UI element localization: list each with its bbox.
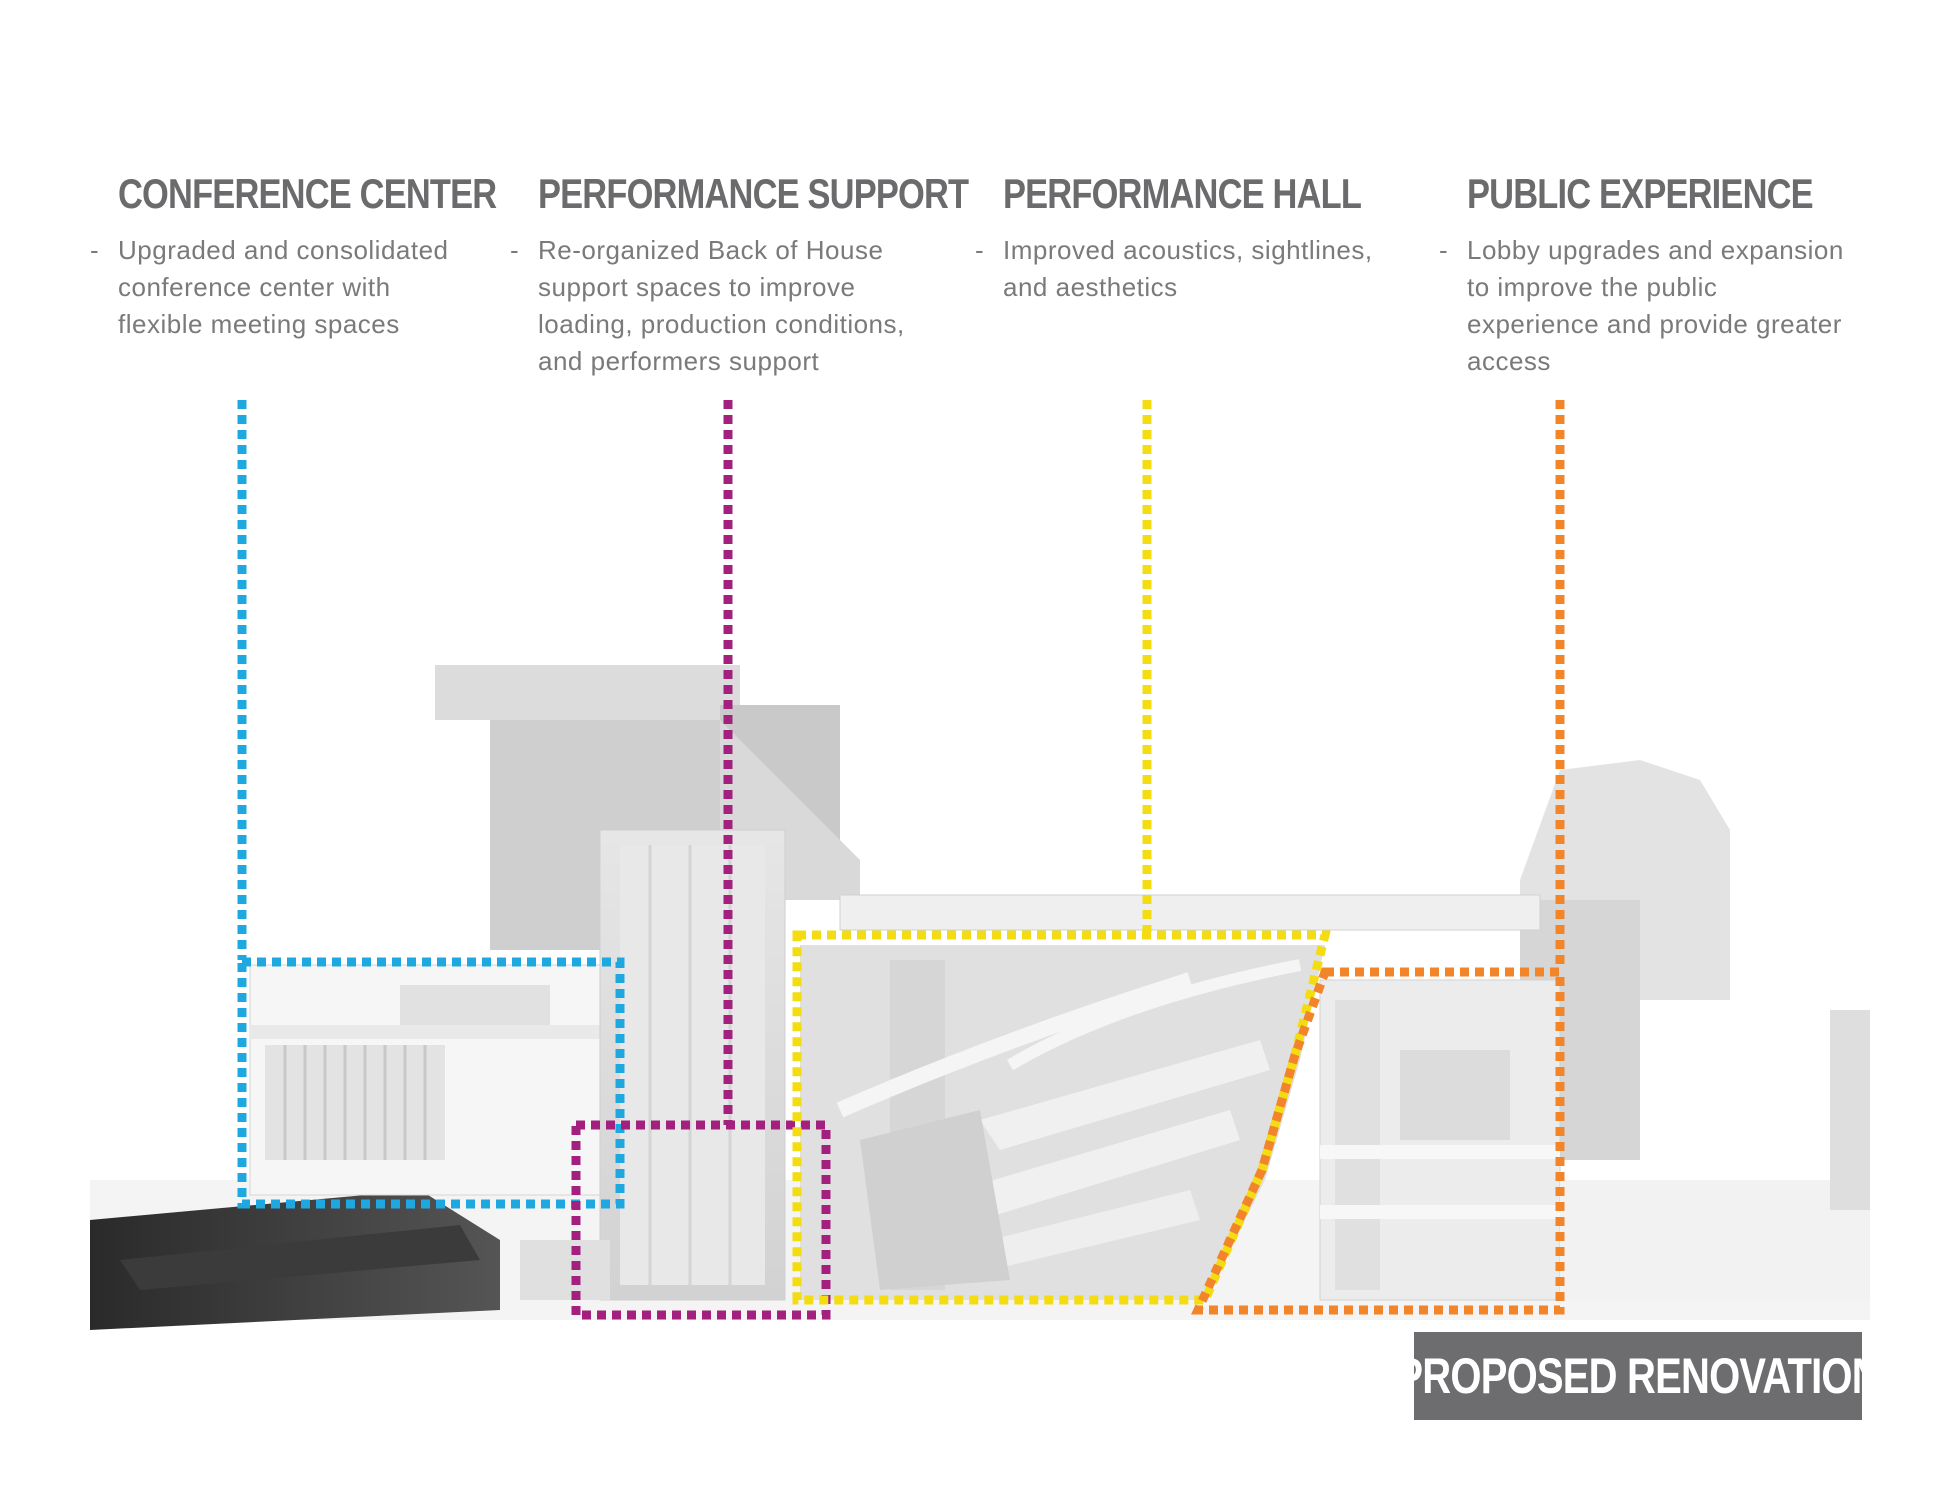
public-experience-description: Lobby upgrades and expansion to improve …: [1467, 235, 1844, 376]
column-conference-center: CONFERENCE CENTER - Upgraded and consoli…: [90, 170, 518, 343]
performance-support-description: Re-organized Back of House support space…: [538, 235, 905, 376]
bullet-dash: -: [1439, 235, 1449, 265]
seating-tier-1: [980, 1040, 1270, 1150]
bullet-dash: -: [510, 235, 520, 265]
tower-cap: [435, 665, 740, 720]
balcony-top: [1006, 959, 1302, 1071]
zone-outlines: [237, 930, 1565, 1320]
proposed-renovation-label: PROPOSED RENOVATION: [1396, 1348, 1880, 1404]
bullet-dash: -: [975, 235, 985, 265]
proposed-renovation-badge: PROPOSED RENOVATION: [1396, 1332, 1880, 1420]
dark-ramp-detail: [120, 1225, 480, 1290]
public-experience-bullet: - Lobby upgrades and expansion to improv…: [1439, 232, 1867, 380]
conference-glazing: [265, 1045, 445, 1160]
leader-lines: [237, 400, 1565, 1125]
zone-performance-support: [571, 1120, 831, 1320]
support-shaft-interior: [620, 845, 765, 1285]
roof-slab: [839, 894, 1541, 931]
seating-tier-3: [950, 1190, 1200, 1275]
lobby-chandelier-room: [1400, 1050, 1510, 1140]
hall-stage-wall: [860, 1110, 1010, 1290]
plaza-block: [1560, 1180, 1870, 1300]
far-right-building: [1830, 1010, 1870, 1210]
conference-center-description: Upgraded and consolidated conference cen…: [118, 235, 449, 339]
column-performance-hall: PERFORMANCE HALL - Improved acoustics, s…: [975, 170, 1403, 306]
glazing-mullions: [283, 1045, 427, 1160]
bullet-dash: -: [90, 235, 100, 265]
support-lower-room: [520, 1240, 610, 1300]
conference-floor-slab: [250, 1025, 605, 1039]
performance-hall-title: PERFORMANCE HALL: [1003, 170, 1362, 217]
lobby-floor-2: [1320, 1205, 1560, 1219]
performance-hall-description: Improved acoustics, sightlines, and aest…: [1003, 235, 1373, 302]
conference-center-title: CONFERENCE CENTER: [118, 170, 497, 217]
performance-support-title: PERFORMANCE SUPPORT: [538, 170, 969, 217]
public-experience-title: PUBLIC EXPERIENCE: [1467, 170, 1814, 217]
conference-center-bullet: - Upgraded and consolidated conference c…: [90, 232, 518, 343]
column-performance-support: PERFORMANCE SUPPORT - Re-organized Back …: [510, 170, 969, 380]
performance-hall-bullet: - Improved acoustics, sightlines, and ae…: [975, 232, 1403, 306]
performance-support-bullet: - Re-organized Back of House support spa…: [510, 232, 938, 380]
balcony-upper: [836, 972, 1193, 1118]
column-public-experience: PUBLIC EXPERIENCE - Lobby upgrades and e…: [1439, 170, 1867, 380]
seating-tier-2: [960, 1110, 1240, 1220]
zone-conference-center: [237, 957, 625, 1209]
lobby-floor-1: [1320, 1145, 1560, 1159]
zone-public-experience: [1190, 967, 1565, 1315]
conference-upper-room: [400, 985, 550, 1025]
